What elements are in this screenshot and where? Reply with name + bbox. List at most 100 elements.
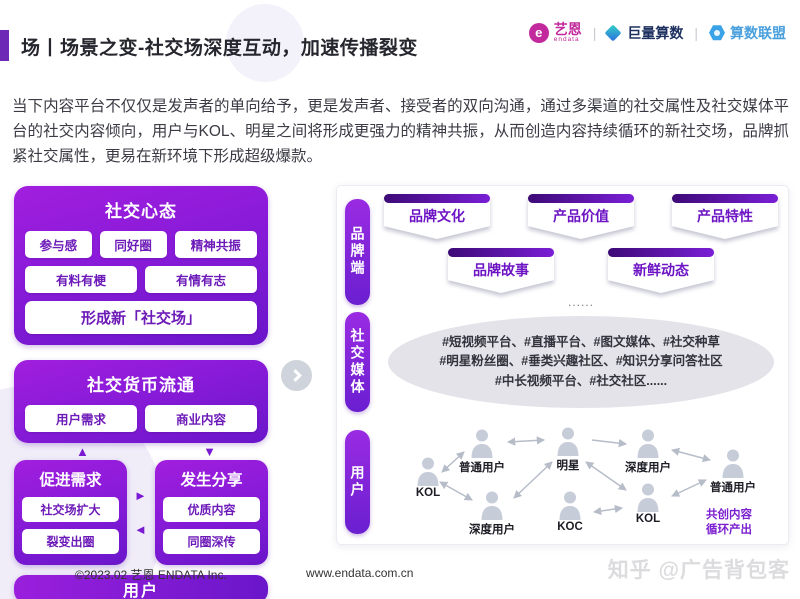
title-accent-bar — [0, 30, 9, 61]
horizontal-arrows: ► ◄ — [127, 460, 155, 565]
user-node: 普通用户 — [451, 428, 513, 475]
brand-tag-label: 品牌文化 — [384, 201, 490, 239]
arrow-down-icon: ▼ — [203, 444, 216, 459]
user-network: KOL 普通用户 明星 深度用户 普通用户 — [386, 426, 786, 538]
users-pill: 用户 — [345, 430, 370, 534]
media-line: #明星粉丝圈、#垂类兴趣社区、#知识分享问答社区 — [439, 354, 723, 369]
logo-separator: | — [694, 24, 698, 41]
user-node: 明星 — [537, 426, 599, 473]
person-icon — [637, 429, 659, 458]
person-icon — [637, 483, 659, 512]
suanshu-logo: 算数联盟 — [709, 23, 786, 43]
chip: 同圈深传 — [163, 529, 260, 554]
media-ellipse: #短视频平台、#直播平台、#图文媒体、#社交种草 #明星粉丝圈、#垂类兴趣社区、… — [388, 316, 774, 408]
chip: 同好圈 — [99, 231, 167, 258]
chevron-right-icon — [281, 360, 312, 391]
user-node-label: 普通用户 — [459, 462, 505, 474]
box-title: 社交心态 — [105, 202, 177, 221]
left-flow-panel: 社交心态 参与感 同好圈 精神共振 有料有梗 有情有志 形成新「社交场」 社交货… — [14, 186, 268, 599]
brand-tag: 产品特性 — [672, 194, 778, 239]
brand-tag: 品牌文化 — [384, 194, 490, 239]
media-row: 社交媒体 #短视频平台、#直播平台、#图文媒体、#社交种草 #明星粉丝圈、#垂类… — [345, 312, 774, 412]
brand-pill: 品牌端 — [345, 198, 370, 305]
user-node: KOC — [539, 490, 601, 533]
user-node-label: 深度用户 — [469, 524, 515, 536]
logo-row: e 艺恩 endata | 巨量算数 | 算数联盟 — [528, 21, 786, 44]
brand-tag-label: 产品价值 — [528, 201, 634, 239]
person-icon — [481, 491, 503, 520]
logo-separator: | — [592, 24, 597, 41]
arrow-right-icon: ► — [134, 488, 147, 503]
user-node-label: 普通用户 — [710, 482, 756, 494]
cocreate-note-line: 循环产出 — [706, 523, 752, 536]
box-sharing: 发生分享 优质内容 同圈深传 — [155, 460, 268, 565]
user-node: KOL — [617, 482, 679, 525]
user-node: 普通用户 — [702, 448, 764, 495]
demand-share-row: 促进需求 社交场扩大 裂变出圈 ► ◄ 发生分享 优质内容 同圈深传 — [14, 460, 268, 565]
vertical-arrows: ▲ ▼ — [14, 443, 268, 460]
user-node-label: KOL — [635, 513, 661, 525]
person-icon — [417, 457, 439, 486]
chip: 商业内容 — [145, 405, 257, 432]
person-icon — [471, 429, 493, 458]
ellipsis-text: ...... — [567, 295, 594, 309]
user-node-label: 明星 — [556, 460, 580, 472]
brand-tag-label: 新鲜动态 — [608, 255, 714, 293]
footer-copyright: ©2023.02 艺恩 ENDATA Inc. — [75, 568, 227, 582]
hexagon-icon — [709, 25, 725, 41]
media-line: #中长视频平台、#社交社区...... — [494, 373, 668, 388]
yien-logo-sub: endata — [553, 36, 580, 43]
media-pill: 社交媒体 — [345, 312, 370, 412]
arrow-up-icon: ▲ — [76, 444, 89, 459]
chip: 用户需求 — [25, 405, 137, 432]
box-promote-demand: 促进需求 社交场扩大 裂变出圈 — [14, 460, 127, 565]
intro-paragraph: 当下内容平台不仅仅是发声者的单向给予，更是发声者、接受者的双向沟通，通过多渠道的… — [12, 98, 789, 165]
juliang-logo-name: 巨量算数 — [627, 24, 684, 41]
page-title: 场丨场景之变-社交场深度互动，加速传播裂变 — [21, 38, 418, 59]
person-icon — [559, 491, 581, 520]
cocreate-note: 共创内容 循环产出 — [706, 508, 752, 538]
user-node-label: KOC — [557, 521, 583, 533]
user-network-arrows — [439, 436, 711, 516]
yien-logo-icon: e — [528, 22, 549, 43]
arrow-left-icon: ◄ — [134, 522, 147, 537]
chip: 优质内容 — [163, 497, 260, 522]
brand-tag: 产品价值 — [528, 194, 634, 239]
media-line: #短视频平台、#直播平台、#图文媒体、#社交种草 — [442, 334, 720, 349]
suanshu-logo-name: 算数联盟 — [730, 24, 786, 41]
brand-tag-label: 品牌故事 — [448, 255, 554, 293]
chip: 有料有梗 — [25, 266, 137, 293]
chip: 社交场扩大 — [22, 497, 119, 522]
chip: 裂变出圈 — [22, 529, 119, 554]
box-social-mentality: 社交心态 参与感 同好圈 精神共振 有料有梗 有情有志 形成新「社交场」 — [14, 186, 268, 345]
yien-logo-name: 艺恩 — [553, 21, 582, 37]
footer-website: www.endata.com.cn — [306, 566, 414, 580]
person-icon — [722, 449, 744, 478]
watermark: 知乎 @广告背包客 — [607, 559, 790, 582]
deco-circle — [226, 4, 304, 82]
box-social-currency: 社交货币流通 用户需求 商业内容 — [14, 360, 268, 443]
brand-row: 品牌端 品牌文化 产品价值 产品特性 — [345, 194, 778, 309]
user-bar: 用户 — [14, 575, 268, 599]
person-icon — [557, 427, 579, 456]
yien-logo: e 艺恩 endata — [528, 21, 582, 44]
chip-highlight: 形成新「社交场」 — [25, 301, 257, 334]
box-title: 社交货币流通 — [87, 376, 195, 395]
brand-tag-label: 产品特性 — [672, 201, 778, 239]
diamond-icon — [604, 24, 622, 42]
box-title: 促进需求 — [39, 472, 102, 489]
juliang-logo: 巨量算数 — [604, 23, 684, 43]
user-node-label: KOL — [415, 487, 441, 499]
users-row: 用户 — [345, 426, 786, 538]
brand-tag: 品牌故事 — [448, 248, 554, 293]
user-node-label: 深度用户 — [625, 462, 671, 474]
chip: 精神共振 — [174, 231, 257, 258]
brand-tag: 新鲜动态 — [608, 248, 714, 293]
user-node: 深度用户 — [617, 428, 679, 475]
chip: 参与感 — [25, 231, 92, 258]
user-node: KOL — [397, 456, 459, 499]
cocreate-note-line: 共创内容 — [706, 509, 752, 521]
box-title: 发生分享 — [180, 472, 243, 489]
right-diagram-panel: 品牌端 品牌文化 产品价值 产品特性 — [336, 185, 789, 545]
